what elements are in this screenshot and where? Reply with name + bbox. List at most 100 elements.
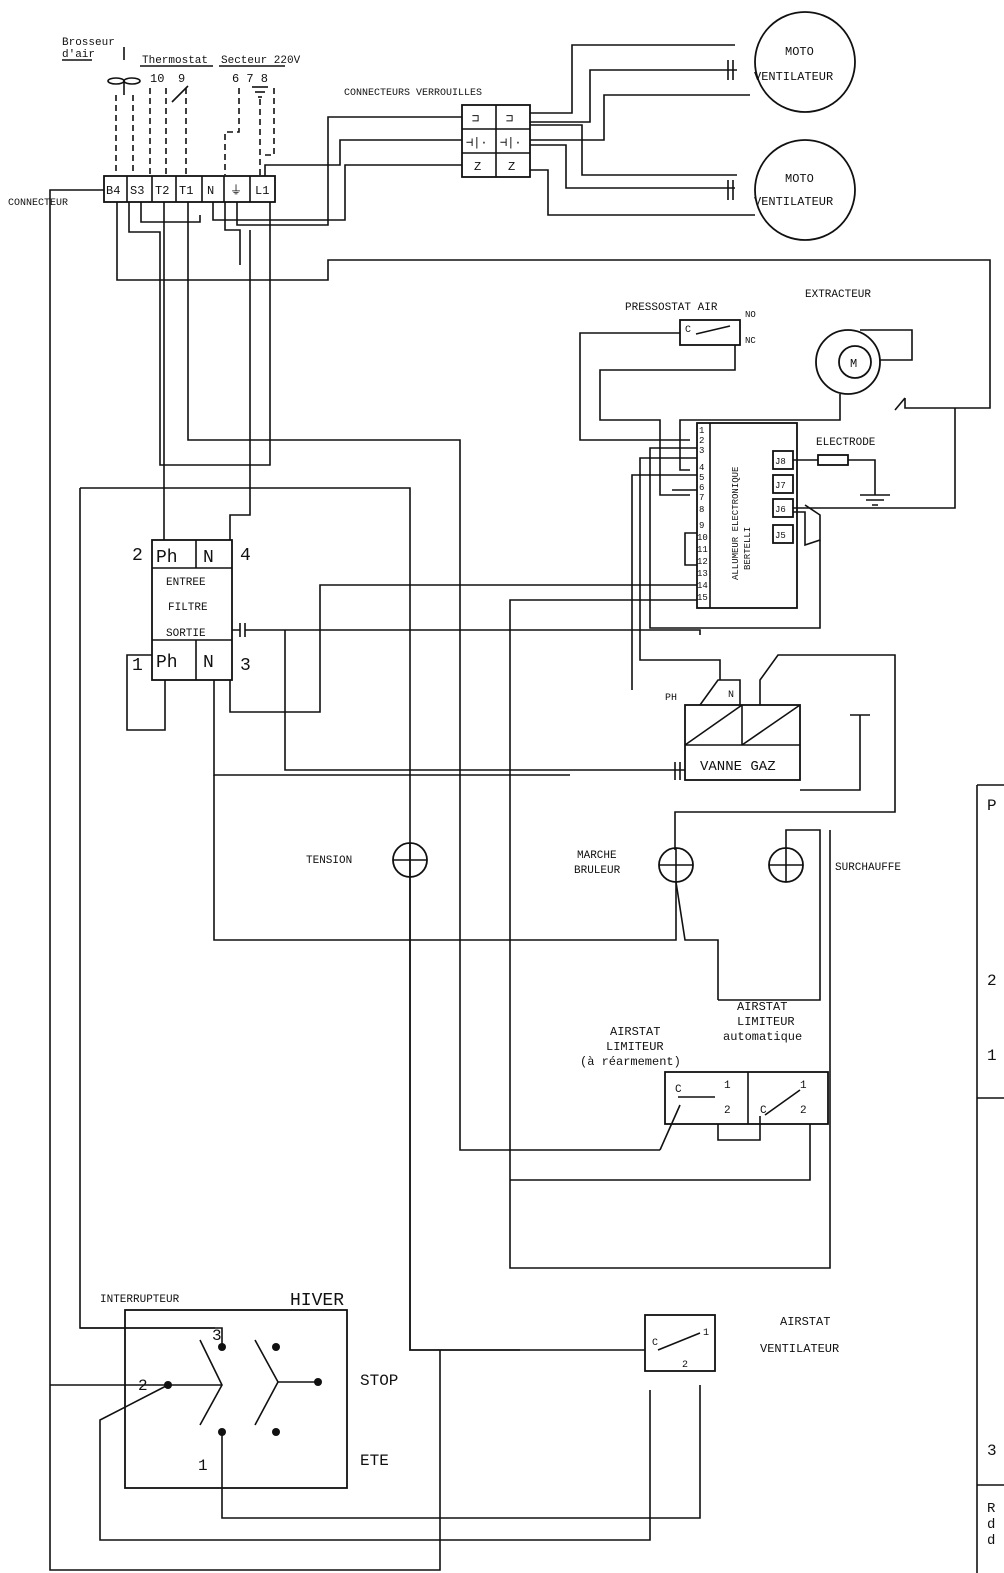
allumeur-pin: 11 bbox=[697, 545, 708, 555]
wire bbox=[800, 715, 861, 791]
wires-lamps bbox=[213, 775, 821, 1001]
electrode bbox=[793, 454, 890, 506]
connector-cell: Z bbox=[474, 160, 481, 174]
terminal-l1: L1 bbox=[255, 184, 269, 198]
allumeur-pin: 10 bbox=[697, 533, 708, 543]
pressostat-air: C NO NC bbox=[679, 310, 756, 346]
ground-tick-icon bbox=[670, 762, 685, 780]
label-ventilateur: VENTILATEUR bbox=[754, 195, 833, 209]
terminal-n: N bbox=[207, 184, 214, 198]
filter-number-1: 1 bbox=[132, 656, 143, 676]
label-ph: Ph bbox=[156, 653, 178, 673]
fan-icon bbox=[107, 77, 141, 95]
allumeur-pin-column: 1 2 3 4 5 6 7 8 9 10 11 12 13 14 15 bbox=[697, 426, 708, 603]
label-stop: STOP bbox=[360, 1372, 398, 1390]
label-surchauffe: SURCHAUFFE bbox=[835, 862, 901, 874]
allumeur-electronique: 1 2 3 4 5 6 7 8 9 10 11 12 13 14 15 ALLU… bbox=[696, 422, 798, 609]
switch-number-1: 1 bbox=[198, 1457, 208, 1475]
wires-distribution bbox=[49, 189, 991, 1571]
contact-1: 1 bbox=[703, 1328, 709, 1339]
label-automatique: automatique bbox=[723, 1030, 802, 1044]
label-airstat-ventilateur-2: VENTILATEUR bbox=[760, 1342, 839, 1356]
margin-digit: 1 bbox=[987, 1047, 997, 1065]
label-vanne-gaz: VANNE GAZ bbox=[700, 759, 776, 775]
label-airstat: AIRSTAT bbox=[610, 1025, 660, 1039]
connector-cell: Z bbox=[508, 160, 515, 174]
wire bbox=[674, 654, 896, 850]
wires-filter bbox=[79, 230, 701, 1351]
label-pin-9: 9 bbox=[178, 72, 185, 86]
wires-allumeur bbox=[229, 447, 831, 1269]
contact-2: 2 bbox=[724, 1105, 731, 1117]
allumeur-pin: 4 bbox=[699, 463, 704, 473]
allumeur-pin: 1 bbox=[699, 426, 704, 436]
label-m: M bbox=[850, 357, 857, 371]
label-extracteur: EXTRACTEUR bbox=[805, 289, 871, 301]
wire bbox=[894, 397, 906, 411]
filtre: Ph N ENTREE FILTRE SORTIE Ph N 2 4 1 3 bbox=[132, 539, 251, 681]
wire bbox=[793, 504, 821, 547]
contact-2: 2 bbox=[682, 1360, 688, 1371]
vanne-gaz: VANNE GAZ PH N bbox=[665, 690, 801, 781]
allumeur-pin: 2 bbox=[699, 436, 704, 446]
margin-digit: 2 bbox=[987, 972, 997, 990]
label-interrupteur: INTERRUPTEUR bbox=[100, 1294, 180, 1306]
label-ventilateur: VENTILATEUR bbox=[754, 70, 833, 84]
wire bbox=[284, 630, 670, 771]
label-limiteur: LIMITEUR bbox=[737, 1015, 795, 1029]
allumeur-pin: 8 bbox=[699, 505, 704, 515]
label-nc: NC bbox=[745, 336, 756, 346]
terminal-ground: ⏚ bbox=[230, 183, 242, 198]
filter-number-2: 2 bbox=[132, 546, 143, 566]
margin-letter-p: P bbox=[987, 797, 997, 815]
label-a-rearmement: (à réarmement) bbox=[580, 1055, 681, 1069]
connector-cell: ⊣|· bbox=[500, 136, 522, 150]
margin-digit: 3 bbox=[987, 1442, 997, 1460]
label-n: N bbox=[203, 548, 214, 568]
label-airstat-ventilateur: AIRSTAT bbox=[780, 1315, 830, 1329]
allumeur-pin: 13 bbox=[697, 569, 708, 579]
allumeur-pin: 6 bbox=[699, 483, 704, 493]
margin-letter-r: R bbox=[987, 1501, 996, 1517]
airstat-limiteur: C 1 2 C 1 2 bbox=[664, 1071, 829, 1125]
label-electrode: ELECTRODE bbox=[816, 437, 876, 449]
switch-number-2: 2 bbox=[138, 1377, 148, 1395]
label-brasseur-2: d'air bbox=[62, 49, 95, 61]
locked-connector: ⊐ ⊐ ⊣|· ⊣|· Z Z bbox=[461, 104, 531, 178]
margin-letter-d: d bbox=[987, 1533, 995, 1549]
allumeur-pin: 15 bbox=[697, 593, 708, 603]
lamp-surchauffe bbox=[768, 847, 804, 883]
jack-j5: J5 bbox=[775, 531, 786, 541]
filter-number-4: 4 bbox=[240, 546, 251, 566]
label-filtre: FILTRE bbox=[168, 602, 208, 614]
label-ete: ETE bbox=[360, 1452, 389, 1470]
label-thermostat: Thermostat bbox=[142, 55, 208, 67]
ground-tick-icon bbox=[232, 623, 246, 637]
label-brasseur: Brosseur bbox=[62, 37, 115, 49]
jack-j8: J8 bbox=[775, 457, 786, 467]
allumeur-pin: 7 bbox=[699, 493, 704, 503]
label-n: N bbox=[203, 653, 214, 673]
jack-j7: J7 bbox=[775, 481, 786, 491]
label-pin-10: 10 bbox=[150, 72, 164, 86]
label-n: N bbox=[728, 690, 734, 701]
label-airstat: AIRSTAT bbox=[737, 1000, 787, 1014]
label-allumeur: ALLUMEUR ELECTRONIQUE bbox=[731, 467, 741, 580]
wires-interrupteur bbox=[50, 1327, 701, 1541]
ground-symbol-icon bbox=[252, 86, 268, 98]
top-labels: Brosseur d'air Thermostat Secteur 220V 1… bbox=[62, 37, 301, 86]
label-no: NO bbox=[745, 310, 756, 320]
label-pin-678: 6 7 8 bbox=[232, 72, 268, 86]
filter-number-3: 3 bbox=[240, 656, 251, 676]
wire bbox=[793, 408, 956, 509]
label-bertelli: BERTELLI bbox=[743, 527, 753, 570]
label-moto: MOTO bbox=[785, 45, 814, 59]
connector-cell: ⊐ bbox=[506, 112, 513, 126]
wires-top bbox=[212, 44, 755, 226]
label-ph: Ph bbox=[156, 548, 178, 568]
interrupteur: 3 2 1 bbox=[124, 1309, 348, 1489]
contact-c: C bbox=[760, 1105, 767, 1117]
connector-cell: ⊐ bbox=[472, 112, 479, 126]
label-connecteur: CONNECTEUR bbox=[8, 198, 68, 209]
